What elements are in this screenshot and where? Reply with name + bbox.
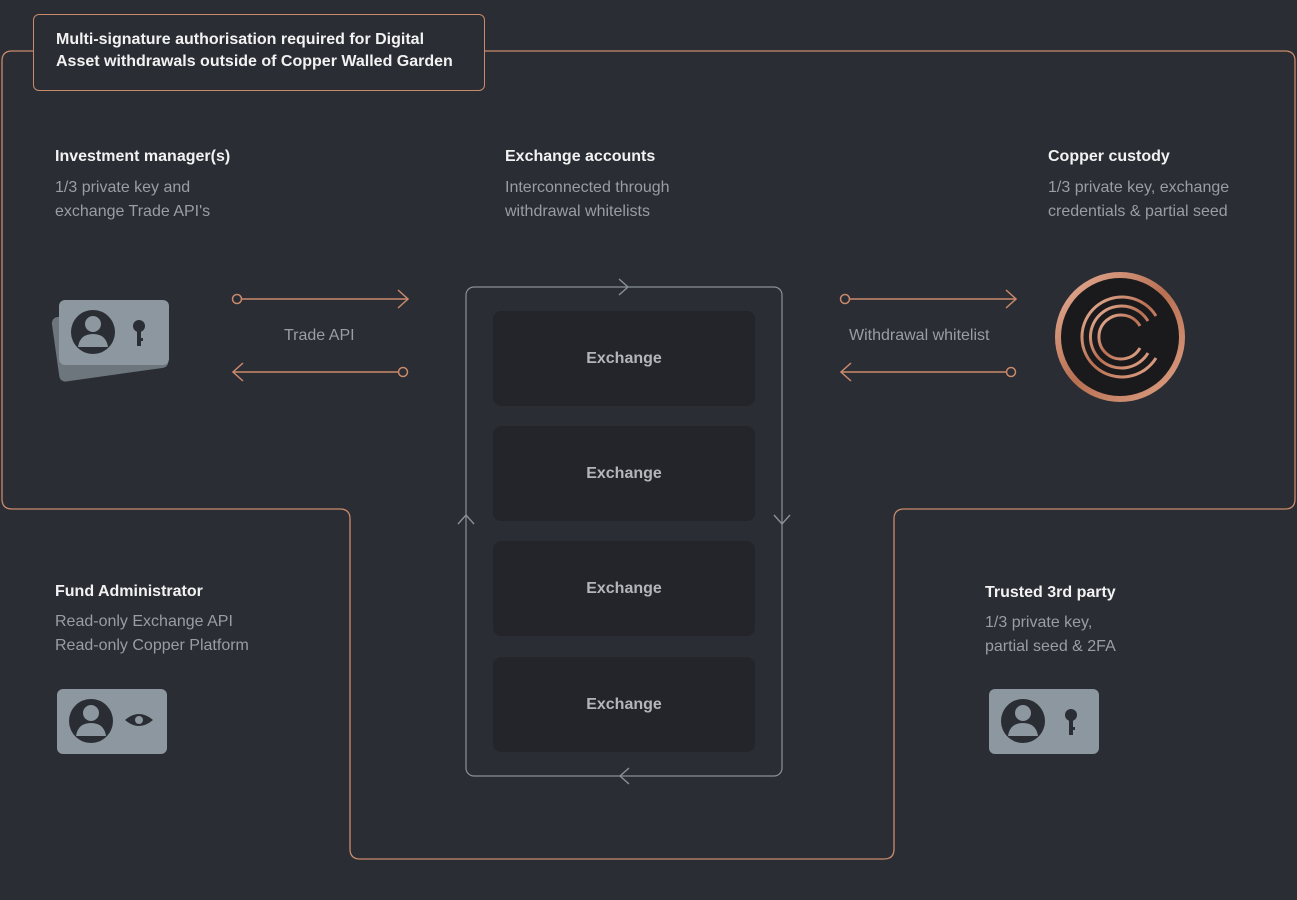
copper-custody-line-2: credentials & partial seed bbox=[1048, 203, 1228, 220]
exchange-card: Exchange bbox=[493, 426, 755, 521]
fund-administrator-line-1: Read-only Exchange API bbox=[55, 613, 233, 630]
trusted-party-line-2: partial seed & 2FA bbox=[985, 638, 1116, 655]
investment-manager-line-2: exchange Trade API's bbox=[55, 203, 211, 220]
trusted-party-title: Trusted 3rd party bbox=[985, 584, 1116, 601]
copper-custody-line-1: 1/3 private key, exchange bbox=[1048, 179, 1230, 196]
user-icon bbox=[69, 699, 113, 743]
user-icon bbox=[71, 310, 115, 354]
trusted-party-line-1: 1/3 private key, bbox=[985, 614, 1093, 631]
exchange-card: Exchange bbox=[493, 657, 755, 752]
loop-chevron-bottom-icon bbox=[618, 767, 630, 785]
eye-icon bbox=[125, 714, 153, 726]
copper-custody-title: Copper custody bbox=[1048, 148, 1170, 165]
loop-chevron-right-icon bbox=[773, 514, 791, 526]
investment-manager-title: Investment manager(s) bbox=[55, 148, 231, 165]
trusted-party-badge bbox=[989, 689, 1099, 754]
key-icon bbox=[133, 320, 145, 346]
loop-chevron-left-icon bbox=[457, 513, 475, 525]
key-icon bbox=[1065, 709, 1077, 735]
trade-api-arrow-left bbox=[231, 362, 409, 382]
investment-manager-line-1: 1/3 private key and bbox=[55, 179, 191, 196]
withdrawal-whitelist-label: Withdrawal whitelist bbox=[849, 327, 990, 344]
trade-api-arrow-right bbox=[231, 289, 410, 309]
whitelist-arrow-right bbox=[839, 289, 1018, 309]
fund-administrator-line-2: Read-only Copper Platform bbox=[55, 637, 249, 654]
user-icon bbox=[1001, 699, 1045, 743]
exchange-accounts-line-1: Interconnected through bbox=[505, 179, 670, 196]
fund-administrator-badge bbox=[57, 689, 167, 754]
exchange-loop-frame bbox=[465, 286, 783, 777]
exchange-card: Exchange bbox=[493, 311, 755, 406]
exchange-accounts-title: Exchange accounts bbox=[505, 148, 656, 165]
copper-logo-icon bbox=[1055, 272, 1185, 402]
banner-line-2: Asset withdrawals outside of Copper Wall… bbox=[56, 53, 453, 70]
exchange-accounts-line-2: withdrawal whitelists bbox=[505, 203, 650, 220]
fund-administrator-title: Fund Administrator bbox=[55, 583, 203, 600]
multisig-banner: Multi-signature authorisation required f… bbox=[33, 14, 485, 91]
exchange-card: Exchange bbox=[493, 541, 755, 636]
investment-manager-badge bbox=[51, 300, 169, 382]
banner-line-1: Multi-signature authorisation required f… bbox=[56, 31, 425, 48]
trade-api-label: Trade API bbox=[284, 327, 355, 344]
walled-garden-outline bbox=[1, 50, 1296, 860]
loop-chevron-top-icon bbox=[618, 278, 630, 296]
whitelist-arrow-left bbox=[839, 362, 1017, 382]
